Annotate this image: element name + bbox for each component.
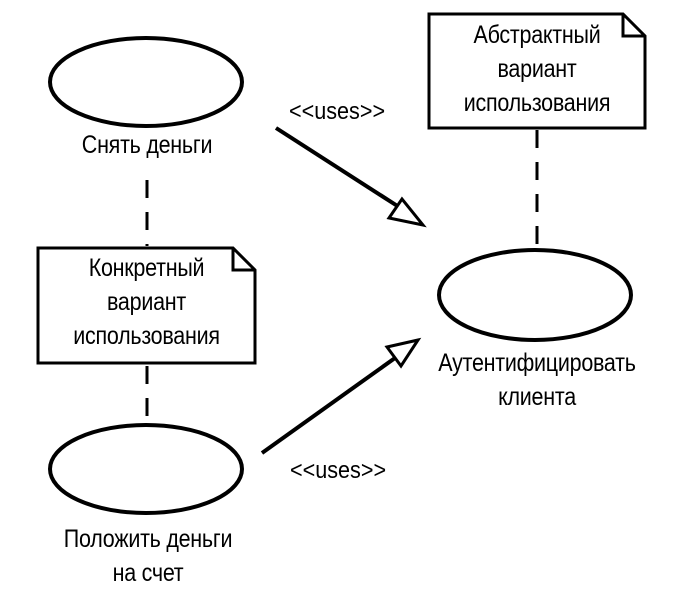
uses-arrow-top-line [274,126,401,209]
note-concrete-line2: вариант [107,288,186,316]
note-abstract-line3: использования [463,89,611,117]
use-case-withdraw-label: Снять деньги [57,128,238,162]
uses-stereotype-bottom: <<uses>> [290,457,387,484]
use-case-authenticate-label-line2: клиента [498,383,576,411]
use-case-authenticate-label-line1: Аутентифицировать [438,349,636,377]
note-abstract-shape [427,12,647,130]
note-abstract-line1: Абстрактный [473,21,601,49]
uses-arrow-bottom-line [260,356,397,455]
note-concrete-line3: использования [73,322,220,350]
use-case-authenticate-ellipse [437,248,633,342]
note-concrete-line1: Конкретный [88,254,205,282]
uses-stereotype-top: <<uses>> [289,98,386,125]
use-case-withdraw-label-line1: Снять деньги [81,131,213,159]
note-concrete-fold [231,248,255,272]
use-case-deposit-label-line2: на счет [112,559,184,587]
use-case-deposit-label-line1: Положить деньги [63,525,233,553]
use-case-deposit-label: Положить деньги на счет [38,522,258,590]
note-concrete-shape [36,246,257,365]
use-case-deposit-ellipse [48,423,244,515]
note-abstract-fold [621,14,645,38]
note-abstract-line2: вариант [497,55,577,83]
uses-arrow-bottom-head [384,337,422,369]
note-abstract-text: Абстрактный вариант использования [444,18,630,120]
note-concrete-text: Конкретный вариант использования [53,251,240,353]
use-case-authenticate-label: Аутентифицировать клиента [421,346,653,414]
uses-arrow-top-head [386,196,427,228]
use-case-withdraw-ellipse [48,36,244,128]
